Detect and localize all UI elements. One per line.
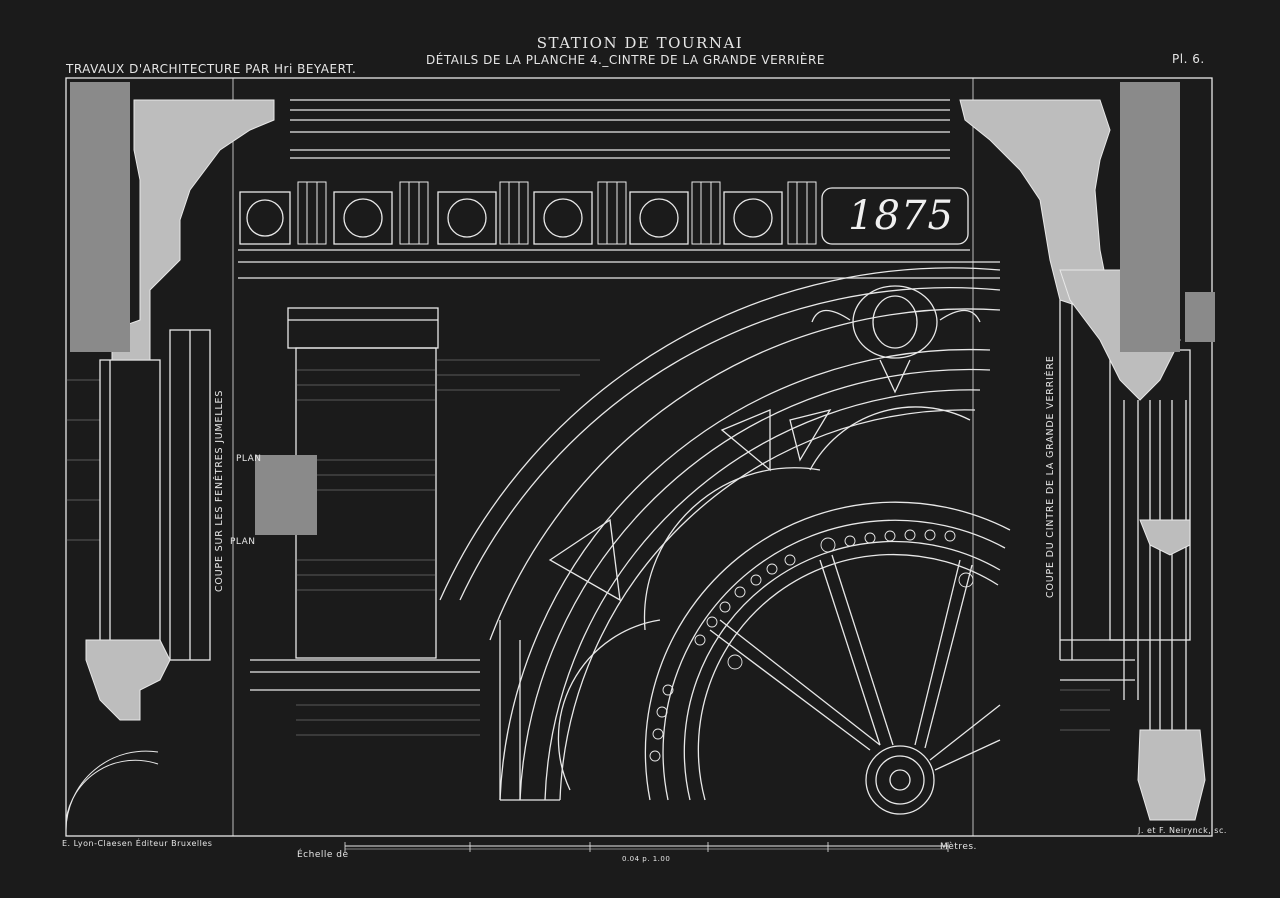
detail-heading: DÉTAILS DE LA PLANCHE 4._CINTRE DE LA GR… [426, 53, 825, 67]
scale-unit: Mètres. [940, 842, 977, 852]
left-section-label: COUPE SUR LES FENÊTRES JUMELLES [214, 389, 225, 592]
engraver-credit: J. et F. Neirynck, sc. [1138, 826, 1227, 835]
cartouche [811, 285, 981, 394]
plate-number: Pl. 6. [1172, 52, 1205, 66]
fan-wheel [644, 501, 1011, 815]
left-shaded-wall [70, 82, 130, 352]
plate-title: STATION DE TOURNAI [536, 34, 744, 52]
tracery [548, 406, 971, 791]
year-panel-text: 1875 [848, 193, 954, 239]
grand-arch [439, 267, 1001, 801]
right-shaded-wall [1120, 82, 1180, 352]
scale-label: Échelle de [297, 850, 349, 860]
frieze-metopes [239, 187, 969, 245]
right-section-label: COUPE DU CINTRE DE LA GRANDE VERRIÈRE [1045, 355, 1056, 598]
plan-label: PLAN [236, 454, 262, 464]
author-heading: TRAVAUX D'ARCHITECTURE PAR Hri BEYAERT. [66, 62, 357, 76]
scale-ratio: 0.04 p. 1.00 [622, 855, 671, 863]
left-profile [111, 99, 275, 361]
plan-label-lower: PLAN [230, 537, 256, 547]
editor-credit: E. Lyon-Claesen Éditeur Bruxelles [62, 839, 213, 848]
